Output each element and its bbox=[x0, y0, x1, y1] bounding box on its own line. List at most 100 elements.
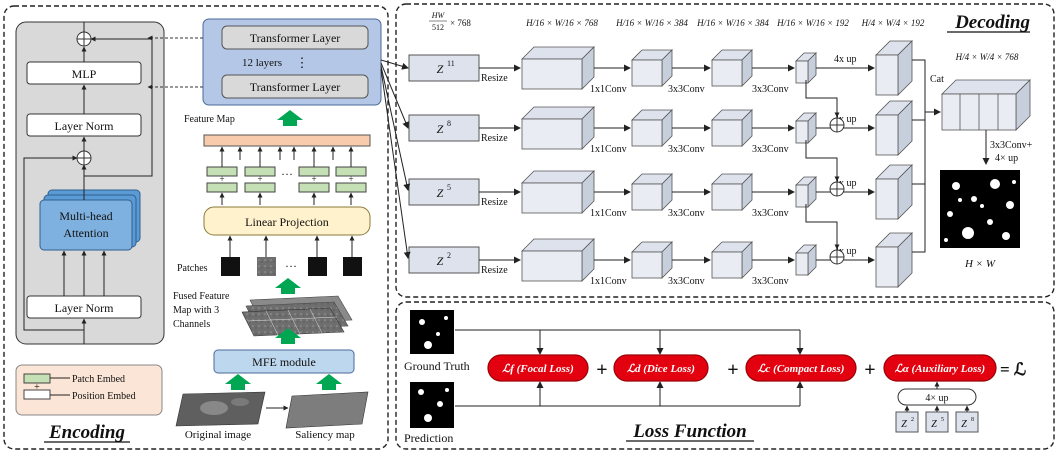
transformer-layer-bottom bbox=[221, 74, 369, 99]
feature-cube-384-b bbox=[711, 241, 753, 279]
patch-1 bbox=[221, 257, 240, 276]
dim-5: H/4 × W/4 × 192 bbox=[861, 18, 925, 28]
feature-cube-384-b bbox=[711, 173, 753, 211]
mha-label-line1: Multi-head bbox=[59, 209, 112, 223]
multi-head-attention-box bbox=[39, 199, 133, 251]
patch-4 bbox=[343, 257, 362, 276]
feature-cube-192 bbox=[795, 176, 817, 208]
auxiliary-loss-pill bbox=[883, 354, 997, 382]
feature-cube-768 bbox=[521, 46, 595, 90]
embed-columns: + + + + bbox=[206, 146, 367, 205]
feature-cube-768 bbox=[521, 238, 595, 282]
concat-block bbox=[941, 79, 1031, 131]
residual-add-middle-icon bbox=[76, 150, 92, 166]
feature-cube-upsampled bbox=[875, 232, 913, 288]
plus-2: + bbox=[727, 359, 738, 381]
feature-cube-192 bbox=[795, 52, 817, 84]
conv1x1-label: 1x1Conv bbox=[590, 84, 627, 95]
aux-z-1-sup: 2 bbox=[911, 417, 914, 423]
feature-cube-192 bbox=[795, 244, 817, 276]
compact-loss-pill bbox=[745, 354, 857, 382]
green-arrow-to-transformer-icon bbox=[277, 110, 303, 126]
fused-feature-map-image bbox=[241, 295, 353, 337]
resize-label: Resize bbox=[481, 73, 508, 84]
output-size-label: H × W bbox=[964, 258, 996, 270]
feature-cube-upsampled bbox=[875, 100, 913, 156]
dim-cat: H/4 × W/4 × 768 bbox=[955, 52, 1019, 62]
green-arrow-original-icon bbox=[225, 374, 251, 390]
aux-z-3: Z bbox=[961, 419, 967, 430]
conv1x1-label: 1x1Conv bbox=[590, 208, 627, 219]
up4-label: 4x up bbox=[834, 114, 857, 125]
layers-count-label: 12 layers bbox=[242, 57, 282, 69]
feature-cube-384-b bbox=[711, 49, 753, 87]
up4-label: 4x up bbox=[834, 54, 857, 65]
conv3x3-a-label: 3x3Conv bbox=[668, 208, 705, 219]
transformer-layer-top bbox=[221, 25, 369, 50]
conv1x1-label: 1x1Conv bbox=[590, 144, 627, 155]
z-token-box bbox=[408, 54, 480, 82]
conv3x3-a-label: 3x3Conv bbox=[668, 276, 705, 287]
svg-text:+: + bbox=[348, 174, 353, 184]
focal-loss-pill bbox=[487, 354, 589, 382]
fanout-arrows bbox=[380, 59, 411, 259]
conv3x3-b-label: 3x3Conv bbox=[752, 84, 789, 95]
dim-0-top: HW bbox=[431, 11, 446, 20]
conv3x3-a-label: 3x3Conv bbox=[668, 84, 705, 95]
plus-1: + bbox=[596, 359, 607, 381]
mfe-module-label: MFE module bbox=[252, 355, 316, 369]
saliency-map-label: Saliency map bbox=[295, 429, 355, 441]
feature-cube-768 bbox=[521, 170, 595, 214]
cat-label: Cat bbox=[930, 74, 944, 85]
conv3x3-b-label: 3x3Conv bbox=[752, 144, 789, 155]
z-label: Z bbox=[437, 62, 444, 76]
svg-text:+: + bbox=[311, 174, 316, 184]
fused-label-line1: Fused Feature bbox=[173, 291, 230, 302]
feature-cube-384-a bbox=[631, 49, 673, 87]
mlp-label: MLP bbox=[72, 67, 97, 81]
patches-label: Patches bbox=[177, 263, 208, 274]
dice-loss-label: ℒd (Dice Loss) bbox=[627, 363, 695, 375]
z-superscript: 11 bbox=[447, 59, 455, 68]
green-arrow-to-fused-icon bbox=[275, 328, 301, 344]
z-superscript: 5 bbox=[447, 183, 451, 192]
patch-dots: ··· bbox=[285, 259, 297, 273]
feature-cube-384-a bbox=[631, 109, 673, 147]
aux-z-1: Z bbox=[901, 419, 907, 430]
fusion-add-icon bbox=[829, 117, 845, 133]
prediction-label: Prediction bbox=[404, 431, 453, 445]
patch-2 bbox=[257, 257, 276, 276]
aux-up-label: 4× up bbox=[925, 393, 948, 404]
transformer-layer-bottom-label: Transformer Layer bbox=[250, 80, 341, 94]
original-image-label: Original image bbox=[185, 429, 251, 441]
compact-loss-label: ℒc (Compact Loss) bbox=[758, 363, 845, 375]
dim-0-suffix: × 768 bbox=[450, 18, 471, 28]
auxiliary-loss-label: ℒα (Auxiliary Loss) bbox=[895, 363, 985, 375]
aux-z-3-sup: 8 bbox=[971, 417, 974, 423]
conv3x3-b-label: 3x3Conv bbox=[752, 208, 789, 219]
dice-loss-pill bbox=[613, 354, 709, 382]
svg-text:+: + bbox=[34, 382, 40, 393]
z-token-box bbox=[408, 246, 480, 274]
dim-1: H/16 × W/16 × 768 bbox=[525, 18, 598, 28]
z-token-box bbox=[408, 114, 480, 142]
z-token-box bbox=[408, 178, 480, 206]
green-arrow-to-patches-icon bbox=[275, 278, 301, 294]
layers-dots: ⋮ bbox=[296, 55, 309, 70]
aux-z-2: Z bbox=[931, 419, 937, 430]
encoding-panel bbox=[3, 5, 389, 450]
linear-projection-label: Linear Projection bbox=[245, 215, 329, 229]
output-mask-image bbox=[940, 170, 1020, 248]
residual-add-top-icon bbox=[76, 31, 92, 47]
z-label: Z bbox=[437, 186, 444, 200]
feature-map-label: Feature Map bbox=[184, 114, 235, 125]
encoder-block bbox=[15, 21, 165, 345]
patch-3 bbox=[308, 257, 327, 276]
patch-embed-label: Patch Embed bbox=[72, 374, 125, 385]
feature-cube-384-b bbox=[711, 109, 753, 147]
